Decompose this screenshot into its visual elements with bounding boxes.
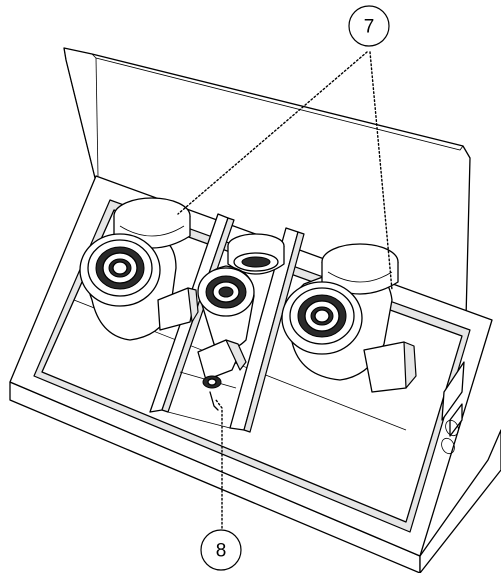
leader-line-7-right xyxy=(369,51,393,291)
right-ball-valve xyxy=(281,243,417,393)
callout-7-label: 7 xyxy=(364,17,375,38)
callout-7: 7 xyxy=(348,5,390,47)
leader-line-8 xyxy=(215,399,223,533)
left-ball-valve xyxy=(79,197,199,341)
center-fittings xyxy=(197,233,285,411)
callout-8-label: 8 xyxy=(216,541,227,562)
leader-lines xyxy=(177,51,393,533)
leader-line-7-left xyxy=(177,51,368,215)
callout-8: 8 xyxy=(200,529,242,571)
